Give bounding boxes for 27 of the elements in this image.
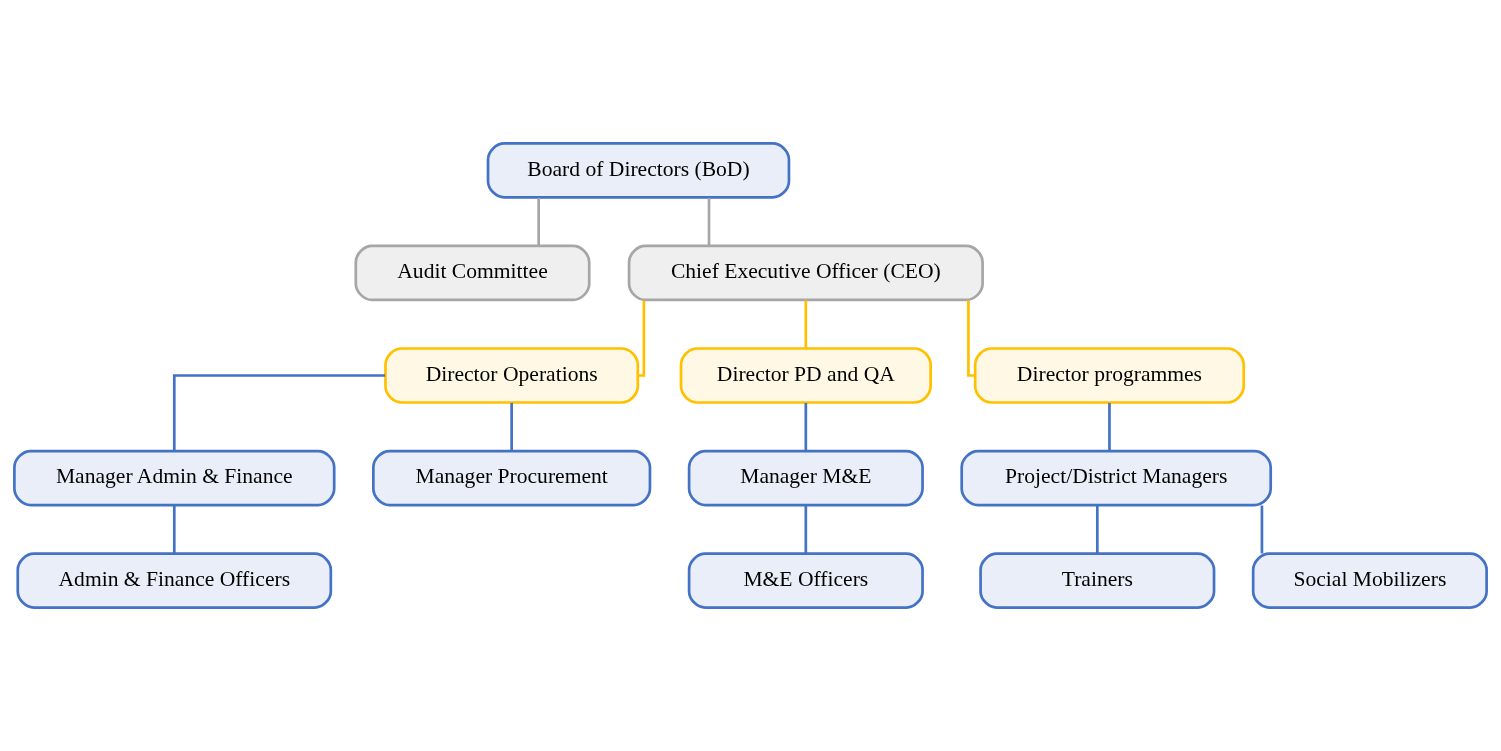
node-box: Manager Procurement: [371, 449, 652, 507]
connector: [1095, 505, 1099, 554]
node-box: Project/District Managers: [960, 449, 1273, 507]
node-box: Manager Admin & Finance: [13, 449, 336, 507]
connector: [637, 300, 646, 377]
connector: [804, 505, 808, 554]
node-box: Chief Executive Officer (CEO): [627, 244, 984, 302]
node-box: Trainers: [979, 552, 1216, 609]
node-box: Director programmes: [973, 347, 1246, 404]
connector: [172, 505, 176, 554]
node-box: Director PD and QA: [679, 347, 932, 404]
connector: [537, 197, 540, 246]
node-box: Admin & Finance Officers: [16, 552, 333, 609]
node-box: Audit Committee: [354, 244, 591, 302]
node-box: Manager M&E: [687, 449, 924, 507]
connector: [1108, 403, 1111, 451]
connector: [1260, 505, 1264, 554]
node-box: Board of Directors (BoD): [486, 142, 791, 199]
connector: [804, 300, 808, 349]
connector: [510, 403, 513, 451]
connector: [707, 197, 711, 246]
connector: [967, 300, 975, 377]
node-box: Social Mobilizers: [1251, 552, 1488, 609]
node-box: Director Operations: [384, 347, 640, 404]
node-box: M&E Officers: [687, 552, 924, 609]
connector: [804, 403, 808, 451]
connector: [172, 374, 386, 451]
